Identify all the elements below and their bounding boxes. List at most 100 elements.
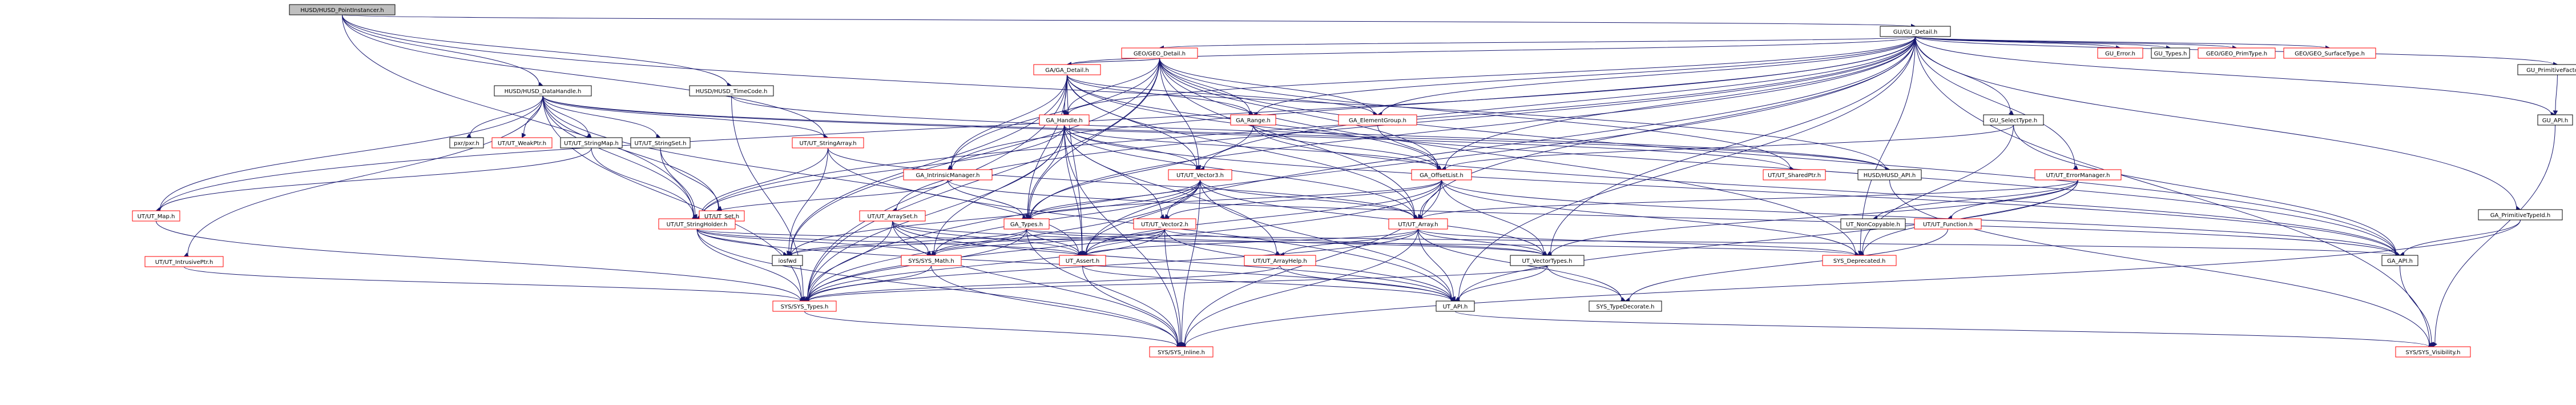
header-node-iosfwd[interactable]: iosfwd xyxy=(772,255,803,266)
header-node-gu-types-h[interactable]: GU_Types.h xyxy=(2151,47,2190,59)
header-node-ut-ut-stringmap-h[interactable]: UT/UT_StringMap.h xyxy=(560,137,623,149)
node-box xyxy=(1763,169,1826,181)
header-node-ga-offsetlist-h[interactable]: GA_OffsetList.h xyxy=(1411,169,1472,181)
header-node-ga-intrinsicmanager-h[interactable]: GA_IntrinsicManager.h xyxy=(903,169,993,181)
node-box xyxy=(1436,300,1475,312)
header-node-ut-ut-arrayhelp-h[interactable]: UT/UT_ArrayHelp.h xyxy=(1244,255,1316,266)
header-node-geo-geo-surfacetype-h[interactable]: GEO/GEO_SurfaceType.h xyxy=(2283,47,2376,59)
header-node-ut-ut-vector2-h[interactable]: UT/UT_Vector2.h xyxy=(1133,218,1196,230)
header-node-gu-primitivefactory-h[interactable]: GU_PrimitiveFactory.h xyxy=(2517,64,2576,75)
node-label: UT/UT_Function.h xyxy=(1923,222,1973,228)
node-box xyxy=(144,256,224,267)
header-node-ut-ut-map-h[interactable]: UT/UT_Map.h xyxy=(132,210,180,222)
header-node-ga-primitivetypeid-h[interactable]: GA_PrimitiveTypeId.h xyxy=(2478,209,2563,220)
header-node-ut-ut-vector3-h[interactable]: UT/UT_Vector3.h xyxy=(1168,169,1232,181)
node-box xyxy=(1230,114,1276,126)
header-node-sys-sys-visibility-h[interactable]: SYS/SYS_Visibility.h xyxy=(2395,346,2471,358)
node-box xyxy=(772,300,837,312)
node-box xyxy=(1121,47,1198,59)
header-node-ga-elementgroup-h[interactable]: GA_ElementGroup.h xyxy=(1338,114,1417,126)
node-label: UT/UT_StringMap.h xyxy=(564,141,619,147)
header-node-geo-geo-primtype-h[interactable]: GEO/GEO_PrimType.h xyxy=(2198,47,2276,59)
header-node-gu-error-h[interactable]: GU_Error.h xyxy=(2097,47,2143,59)
header-node-sys-typedecorate-h[interactable]: SYS_TypeDecorate.h xyxy=(1589,300,1662,312)
edge-n27-to-n31 xyxy=(591,147,698,219)
edge-n2-to-n40 xyxy=(542,95,1083,257)
header-node-ut-ut-arrayset-h[interactable]: UT/UT_ArraySet.h xyxy=(859,210,926,222)
header-node-geo-geo-detail-h[interactable]: GEO/GEO_Detail.h xyxy=(1121,47,1198,59)
edge-n2-to-n30 xyxy=(542,95,723,211)
edge-n1-to-n13 xyxy=(1377,36,1916,117)
header-node-gu-api-h[interactable]: GU_API.h xyxy=(2537,114,2573,126)
node-label: SYS/SYS_Inline.h xyxy=(1158,350,1205,356)
header-node-sys-deprecated-h[interactable]: SYS_Deprecated.h xyxy=(1822,255,1897,266)
header-node-husd-husd-timecode-h[interactable]: HUSD/HUSD_TimeCode.h xyxy=(689,85,774,97)
header-node-pxr-pxr-h[interactable]: pxr/pxr.h xyxy=(449,137,484,149)
header-node-ut-assert-h[interactable]: UT_Assert.h xyxy=(1059,255,1106,266)
header-node-ga-handle-h[interactable]: GA_Handle.h xyxy=(1039,114,1090,126)
header-node-ut-ut-sharedptr-h[interactable]: UT/UT_SharedPtr.h xyxy=(1763,169,1826,181)
header-node-husd-husd-datahandle-h[interactable]: HUSD/HUSD_DataHandle.h xyxy=(494,85,592,97)
edge-n2-to-n24 xyxy=(542,95,829,140)
header-node-gu-selecttype-h[interactable]: GU_SelectType.h xyxy=(1983,114,2044,126)
node-box xyxy=(289,4,396,15)
edge-n4-to-n18 xyxy=(1159,58,1442,171)
node-box xyxy=(859,210,926,222)
header-node-ga-types-h[interactable]: GA_Types.h xyxy=(1003,218,1050,230)
edge-n18-to-n44 xyxy=(1441,179,2401,258)
edge-n0-to-n31 xyxy=(342,14,698,219)
header-node-ut-ut-stringarray-h[interactable]: UT/UT_StringArray.h xyxy=(792,137,864,149)
edge-n28-to-n30 xyxy=(660,147,723,211)
header-node-gu-gu-detail-h[interactable]: GU/GU_Detail.h xyxy=(1880,26,1951,37)
header-node-ut-ut-weakptr-h[interactable]: UT/UT_WeakPtr.h xyxy=(491,137,553,149)
header-node-sys-sys-types-h[interactable]: SYS/SYS_Types.h xyxy=(772,300,837,312)
node-label: GA/GA_Detail.h xyxy=(1045,67,1089,74)
edge-n2-to-n29 xyxy=(155,95,543,212)
header-node-sys-sys-inline-h[interactable]: SYS/SYS_Inline.h xyxy=(1149,346,1214,358)
edge-n46-to-n49 xyxy=(1455,311,2434,350)
node-box xyxy=(689,85,774,97)
header-node-ut-noncopyable-h[interactable]: UT_NonCopyable.h xyxy=(1840,218,1906,230)
edge-n12-to-n43 xyxy=(1859,125,2014,256)
edge-n15-to-n18 xyxy=(1064,125,1442,172)
node-box xyxy=(2537,114,2573,126)
edge-n18-to-n33 xyxy=(1164,179,1442,221)
header-node-ut-ut-stringholder-h[interactable]: UT/UT_StringHolder.h xyxy=(658,218,736,230)
node-box xyxy=(658,218,736,230)
header-node-ga-ga-detail-h[interactable]: GA/GA_Detail.h xyxy=(1033,64,1101,75)
node-box xyxy=(2381,255,2418,266)
edge-n23-to-n45 xyxy=(804,220,893,302)
edge-n0-to-n1 xyxy=(342,14,1916,29)
header-node-ut-ut-array-h[interactable]: UT/UT_Array.h xyxy=(1388,218,1448,230)
node-label: pxr/pxr.h xyxy=(454,141,479,147)
node-label: SYS/SYS_Visibility.h xyxy=(2406,350,2461,356)
header-node-ga-api-h[interactable]: GA_API.h xyxy=(2381,255,2418,266)
node-box xyxy=(1822,255,1897,266)
node-box xyxy=(2097,47,2143,59)
node-label: UT/UT_ErrorManager.h xyxy=(2046,173,2110,179)
node-label: GA_Handle.h xyxy=(1046,118,1082,124)
edge-n1-to-n45 xyxy=(804,36,1916,303)
header-node-husd-husd-api-h[interactable]: HUSD/HUSD_API.h xyxy=(1857,169,1922,181)
node-label: UT/UT_WeakPtr.h xyxy=(498,141,546,147)
header-node-husd-husd-pointinstancer-h[interactable]: HUSD/HUSD_PointInstancer.h xyxy=(289,4,396,15)
edge-n4-to-n43 xyxy=(1159,58,1860,257)
header-node-ut-api-h[interactable]: UT_API.h xyxy=(1436,300,1475,312)
node-label: GU_SelectType.h xyxy=(1990,118,2037,124)
node-label: UT/UT_Vector2.h xyxy=(1141,222,1188,228)
header-node-ut-ut-function-h[interactable]: UT/UT_Function.h xyxy=(1914,218,1982,230)
edge-n37-to-n45 xyxy=(184,266,805,303)
node-box xyxy=(772,255,803,266)
node-label: SYS_Deprecated.h xyxy=(1833,258,1886,264)
node-label: GA_IntrinsicManager.h xyxy=(916,173,980,179)
header-node-sys-sys-math-h[interactable]: SYS/SYS_Math.h xyxy=(901,255,962,266)
header-node-ut-ut-intrusiveptr-h[interactable]: UT/UT_IntrusivePtr.h xyxy=(144,256,224,267)
header-node-ga-range-h[interactable]: GA_Range.h xyxy=(1230,114,1276,126)
header-node-ut-vectortypes-h[interactable]: UT_VectorTypes.h xyxy=(1510,255,1585,266)
edge-n45-to-n48 xyxy=(804,311,1182,349)
node-box xyxy=(491,137,553,149)
header-node-ut-ut-stringset-h[interactable]: UT/UT_StringSet.h xyxy=(630,137,691,149)
node-box xyxy=(1840,218,1906,230)
header-node-ut-ut-errormanager-h[interactable]: UT/UT_ErrorManager.h xyxy=(2034,169,2122,181)
